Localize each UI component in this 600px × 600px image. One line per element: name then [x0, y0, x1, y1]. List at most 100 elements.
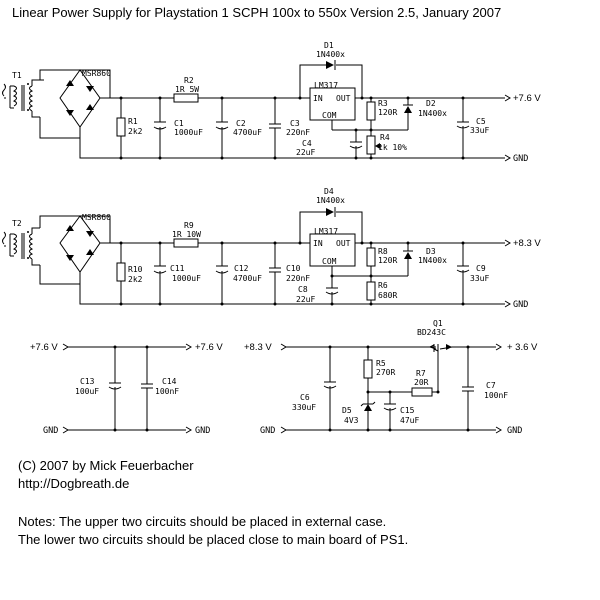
- c3-gnd-out-label: GND: [195, 426, 210, 436]
- c4-in-label: +8.3 V: [244, 342, 272, 353]
- bridge-rectifier-2: MSR860: [39, 213, 111, 285]
- resistor-r2: [173, 93, 199, 103]
- r1-name: R1: [128, 117, 138, 126]
- c3-out-label: +7.6 V: [195, 342, 223, 353]
- c4-out-terminal: [495, 343, 502, 351]
- notes-line-2: The lower two circuits should be placed …: [18, 532, 409, 547]
- d2-name: D2: [426, 99, 436, 108]
- r7-name: R7: [416, 369, 426, 378]
- c3-in-label: +7.6 V: [30, 342, 58, 353]
- q1-name: Q1: [433, 319, 443, 328]
- resistor-r8: [366, 247, 376, 267]
- c5-name: C5: [476, 117, 486, 126]
- capacitor-c11: C11 1000uF: [153, 241, 201, 306]
- capacitor-c6: C6 330uF: [292, 345, 337, 432]
- c14-value: 100nF: [155, 387, 179, 396]
- reg1-in-pin: IN: [313, 94, 323, 103]
- c4-value: 22uF: [296, 148, 315, 157]
- transistor-q1: Q1 BD243C: [417, 319, 453, 392]
- t2-label: T2: [12, 219, 22, 228]
- d4-value: 1N400x: [316, 196, 345, 205]
- c3-name: C3: [290, 119, 300, 128]
- c8-name: C8: [298, 285, 308, 294]
- reg2-out-pin: OUT: [336, 239, 351, 248]
- c1-value: 1000uF: [174, 128, 203, 137]
- c3-in-terminal: [62, 343, 69, 351]
- c4-name: C4: [302, 139, 312, 148]
- resistor-r10: [116, 262, 126, 282]
- capacitor-c14: C14 100nF: [141, 345, 179, 432]
- r10-value: 2k2: [128, 275, 143, 284]
- capacitor-c7: C7 100nF: [462, 345, 508, 432]
- c7-name: C7: [486, 381, 496, 390]
- r8-value: 120R: [378, 256, 397, 265]
- c13-name: C13: [80, 377, 95, 386]
- capacitor-c5: C5 33uF: [456, 96, 489, 160]
- lm317-label-2: LM317: [314, 227, 338, 236]
- diode-d2: D2 1N400x: [403, 96, 447, 130]
- reg1-com-pin: COM: [322, 111, 337, 120]
- c5-value: 33uF: [470, 126, 489, 135]
- d4-name: D4: [324, 187, 334, 196]
- gnd-label-1: GND: [513, 154, 528, 164]
- capacitor-c4: C4 22uF: [296, 128, 363, 160]
- r5-name: R5: [376, 359, 386, 368]
- r2-value: 1R 5W: [175, 85, 199, 94]
- c11-name: C11: [170, 264, 185, 273]
- c13-value: 100uF: [75, 387, 99, 396]
- r8-name: R8: [378, 247, 388, 256]
- c4-gnd-out-label: GND: [507, 426, 522, 436]
- resistor-r6: [366, 281, 376, 301]
- r2-name: R2: [184, 76, 194, 85]
- r9-name: R9: [184, 221, 194, 230]
- reg1-out-pin: OUT: [336, 94, 351, 103]
- c4-out-label: + 3.6 V: [507, 342, 538, 353]
- transformer-t1: T1: [2, 71, 40, 118]
- r3-name: R3: [378, 99, 388, 108]
- potentiometer-r4: R4 1k 10%: [366, 130, 407, 160]
- c6-value: 330uF: [292, 403, 316, 412]
- c12-value: 4700uF: [233, 274, 262, 283]
- out-label-1: +7.6 V: [513, 93, 541, 104]
- r10-name: R10: [128, 265, 143, 274]
- transformer-t2: T2: [2, 219, 40, 266]
- c8-value: 22uF: [296, 295, 315, 304]
- d3-value: 1N400x: [418, 256, 447, 265]
- r6-value: 680R: [378, 291, 397, 300]
- lm317-label-1: LM317: [314, 81, 338, 90]
- c14-name: C14: [162, 377, 177, 386]
- capacitor-c12: C12 4700uF: [215, 241, 262, 306]
- c11-value: 1000uF: [172, 274, 201, 283]
- r6-name: R6: [378, 281, 388, 290]
- c10-value: 220nF: [286, 274, 310, 283]
- d3-name: D3: [426, 247, 436, 256]
- notes-line-1: Notes: The upper two circuits should be …: [18, 514, 387, 529]
- gnd-terminal-1: [504, 154, 511, 162]
- c1-name: C1: [174, 119, 184, 128]
- gnd-terminal-2: [504, 300, 511, 308]
- schematic-title: Linear Power Supply for Playstation 1 SC…: [12, 5, 502, 20]
- c9-value: 33uF: [470, 274, 489, 283]
- capacitor-c10: C10 220nF: [269, 241, 310, 306]
- c3-gnd-in-label: GND: [43, 426, 58, 436]
- c7-value: 100nF: [484, 391, 508, 400]
- circuit-1-7v6-supply: T1 MSR860 R1 2k2 C1 1000uF R2: [2, 41, 541, 164]
- msr860-label-2: MSR860: [82, 213, 111, 222]
- capacitor-c15: C15 47uF: [368, 391, 419, 432]
- circuit-2-8v3-supply: T2 MSR860 R10 2k2 C11 1000uF R9 1R 10W: [2, 187, 541, 310]
- diode-d1: D1 1N400x: [298, 41, 364, 100]
- c10-name: C10: [286, 264, 301, 273]
- r5-value: 270R: [376, 368, 395, 377]
- out-label-2: +8.3 V: [513, 238, 541, 249]
- diode-d3: D3 1N400x: [403, 241, 447, 276]
- c2-name: C2: [236, 119, 246, 128]
- c15-name: C15: [400, 406, 415, 415]
- d2-value: 1N400x: [418, 109, 447, 118]
- diode-d4: D4 1N400x: [298, 187, 364, 245]
- resistor-r7: [411, 387, 433, 397]
- out-terminal-1: [504, 94, 511, 102]
- msr860-label-1: MSR860: [82, 69, 111, 78]
- bridge-rectifier-1: MSR860: [39, 69, 111, 139]
- capacitor-c2: C2 4700uF: [215, 96, 262, 160]
- r1-value: 2k2: [128, 127, 143, 136]
